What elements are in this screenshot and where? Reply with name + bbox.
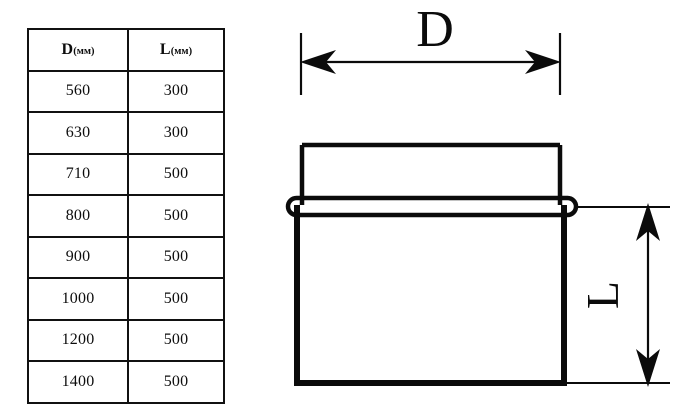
cell-diameter: 800 — [27, 194, 129, 238]
column-header-diameter: D(мм) — [27, 28, 129, 72]
table-row: 630 300 — [27, 111, 225, 155]
table-row: 1400 500 — [27, 360, 225, 404]
table-row: 800 500 — [27, 194, 225, 238]
cell-length: 500 — [127, 360, 225, 404]
cell-length: 300 — [127, 69, 225, 113]
table-row: 560 300 — [27, 69, 225, 113]
column-header-diameter-symbol: D — [61, 40, 74, 58]
table-header-row: D(мм) L(мм) — [27, 28, 225, 72]
cell-length: 500 — [127, 277, 225, 321]
gasket-ring — [285, 195, 579, 218]
table-body: 560 300 630 300 710 500 800 500 900 500 … — [27, 69, 225, 404]
cell-diameter: 710 — [27, 152, 129, 196]
cell-length: 500 — [127, 318, 225, 362]
column-header-diameter-unit: (мм) — [73, 46, 95, 58]
length-label: L — [577, 281, 628, 309]
column-header-length: L(мм) — [127, 28, 225, 72]
arrowhead-right-icon — [525, 50, 561, 74]
pipe-dimensions-table: D(мм) L(мм) 560 300 630 300 710 500 800 … — [27, 28, 225, 404]
cell-diameter: 1200 — [27, 318, 129, 362]
column-header-length-unit: (мм) — [170, 46, 193, 58]
cell-length: 500 — [127, 194, 225, 238]
pipe-drawing-svg: D L — [285, 1, 670, 387]
arrowhead-left-icon — [300, 50, 336, 74]
cell-diameter: 630 — [27, 111, 129, 155]
arrowhead-up-icon — [636, 203, 660, 241]
cell-length: 300 — [127, 111, 225, 155]
table-row: 1200 500 — [27, 318, 225, 362]
table-row: 900 500 — [27, 235, 225, 279]
pipe-section-drawing: D L — [250, 0, 700, 418]
table-row: 1000 500 — [27, 277, 225, 321]
column-header-length-symbol: L — [159, 40, 171, 58]
table-row: 710 500 — [27, 152, 225, 196]
cell-diameter: 560 — [27, 69, 129, 113]
cell-diameter: 900 — [27, 235, 129, 279]
cell-diameter: 1400 — [27, 360, 129, 404]
cell-length: 500 — [127, 235, 225, 279]
diameter-label: D — [416, 1, 454, 58]
arrowhead-down-icon — [636, 349, 660, 387]
cell-length: 500 — [127, 152, 225, 196]
cell-diameter: 1000 — [27, 277, 129, 321]
